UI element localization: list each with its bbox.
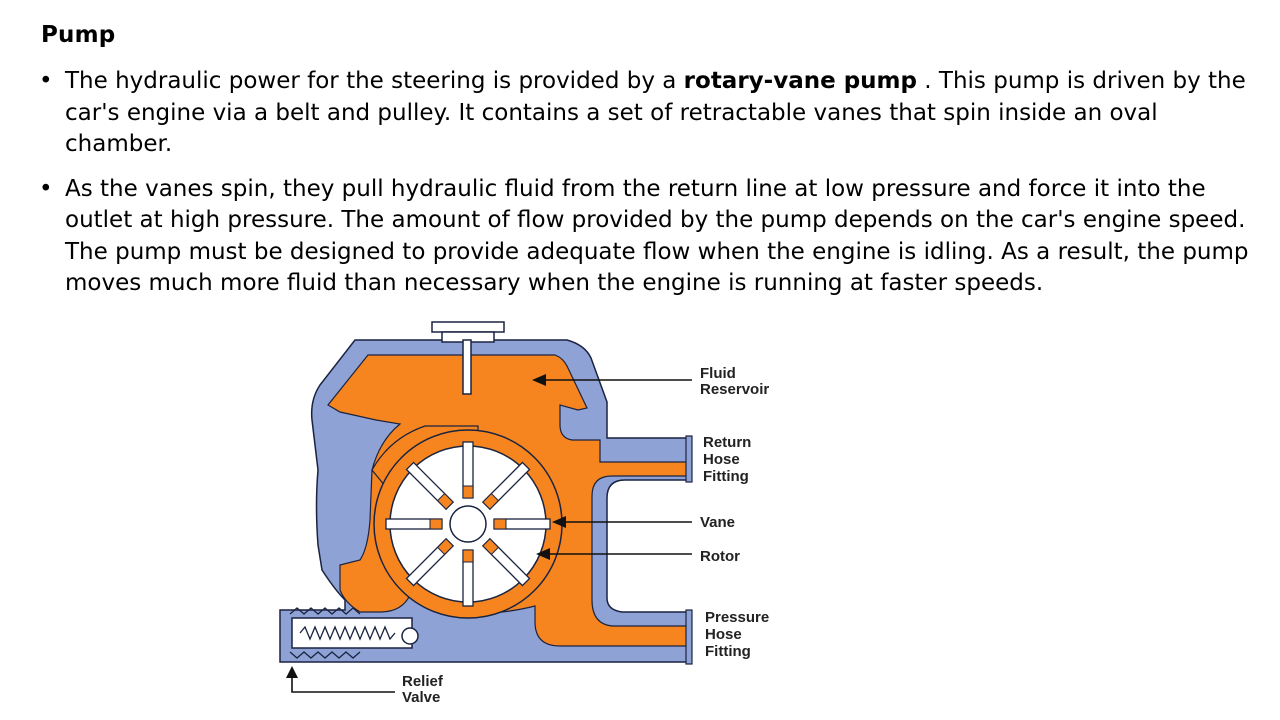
valve-spring: [299, 625, 396, 641]
label-line: Fitting: [703, 468, 749, 485]
bullet-item: • As the vanes spin, they pull hydraulic…: [39, 174, 1254, 300]
bullet-bold-term: rotary-vane pump: [683, 68, 917, 94]
valve-seal-bottom: [289, 651, 361, 659]
vane: [482, 492, 500, 510]
rotor-assembly: [373, 429, 563, 619]
diagram-labels: Fluid Reservoir Return Hose Fitting Vane…: [402, 365, 773, 706]
fittings: [685, 435, 693, 665]
label-line: Pressure: [705, 609, 769, 626]
valve-seal-top: [289, 607, 361, 615]
label-line: Return: [703, 434, 751, 451]
label-line: Valve: [402, 689, 440, 706]
label-relief-valve: Relief Valve: [402, 673, 447, 706]
bullet-text-part: . This pump is driven by the car's engin…: [65, 68, 1246, 157]
label-line: Vane: [700, 514, 735, 531]
bullet-text-part: The hydraulic power for the steering is …: [65, 68, 684, 94]
cap-top: [431, 321, 505, 333]
slide-title: Pump: [41, 22, 116, 48]
vane: [462, 549, 474, 563]
label-line: Hose: [705, 626, 742, 643]
vane: [462, 485, 474, 499]
label-line: Hose: [703, 451, 740, 468]
dipstick: [462, 339, 472, 395]
rotor-hub: [449, 505, 487, 543]
relief-valve: [289, 607, 419, 659]
label-line: Fluid: [700, 365, 736, 382]
label-pressure-hose-fitting: Pressure Hose Fitting: [705, 609, 773, 660]
label-line: Relief: [402, 673, 444, 690]
bullet-item: • The hydraulic power for the steering i…: [39, 66, 1254, 161]
filler-cap: [431, 321, 505, 395]
leader-relief-valve: [291, 674, 395, 693]
label-rotor: Rotor: [700, 548, 740, 565]
valve-bore: [291, 617, 413, 649]
label-return-hose-fitting: Return Hose Fitting: [703, 434, 756, 485]
arrowhead-rotor: [536, 548, 550, 560]
label-vane: Vane: [700, 514, 735, 531]
vane: [429, 518, 443, 530]
arrowhead-relief-valve: [286, 666, 298, 678]
label-line: Rotor: [700, 548, 740, 565]
bullet-dot: •: [39, 68, 53, 94]
label-line: Reservoir: [700, 381, 769, 398]
label-fluid-reservoir: Fluid Reservoir: [700, 365, 769, 398]
bullet-list: • The hydraulic power for the steering i…: [39, 66, 1254, 300]
bullet-dot: •: [39, 175, 53, 202]
valve-ball: [401, 627, 419, 645]
vane-group: [385, 441, 551, 607]
vane: [493, 518, 507, 530]
vane: [436, 492, 454, 510]
return-fitting-cap: [685, 435, 693, 483]
pressure-fitting-cap: [685, 609, 693, 665]
vane: [482, 538, 500, 556]
arrowhead-vane: [552, 516, 566, 528]
bullet-text: As the vanes spin, they pull hydraulic f…: [65, 175, 1249, 297]
arrowhead-fluid-reservoir: [532, 374, 546, 386]
vane: [436, 538, 454, 556]
label-line: Fitting: [705, 643, 751, 660]
leader-lines: [286, 374, 692, 693]
